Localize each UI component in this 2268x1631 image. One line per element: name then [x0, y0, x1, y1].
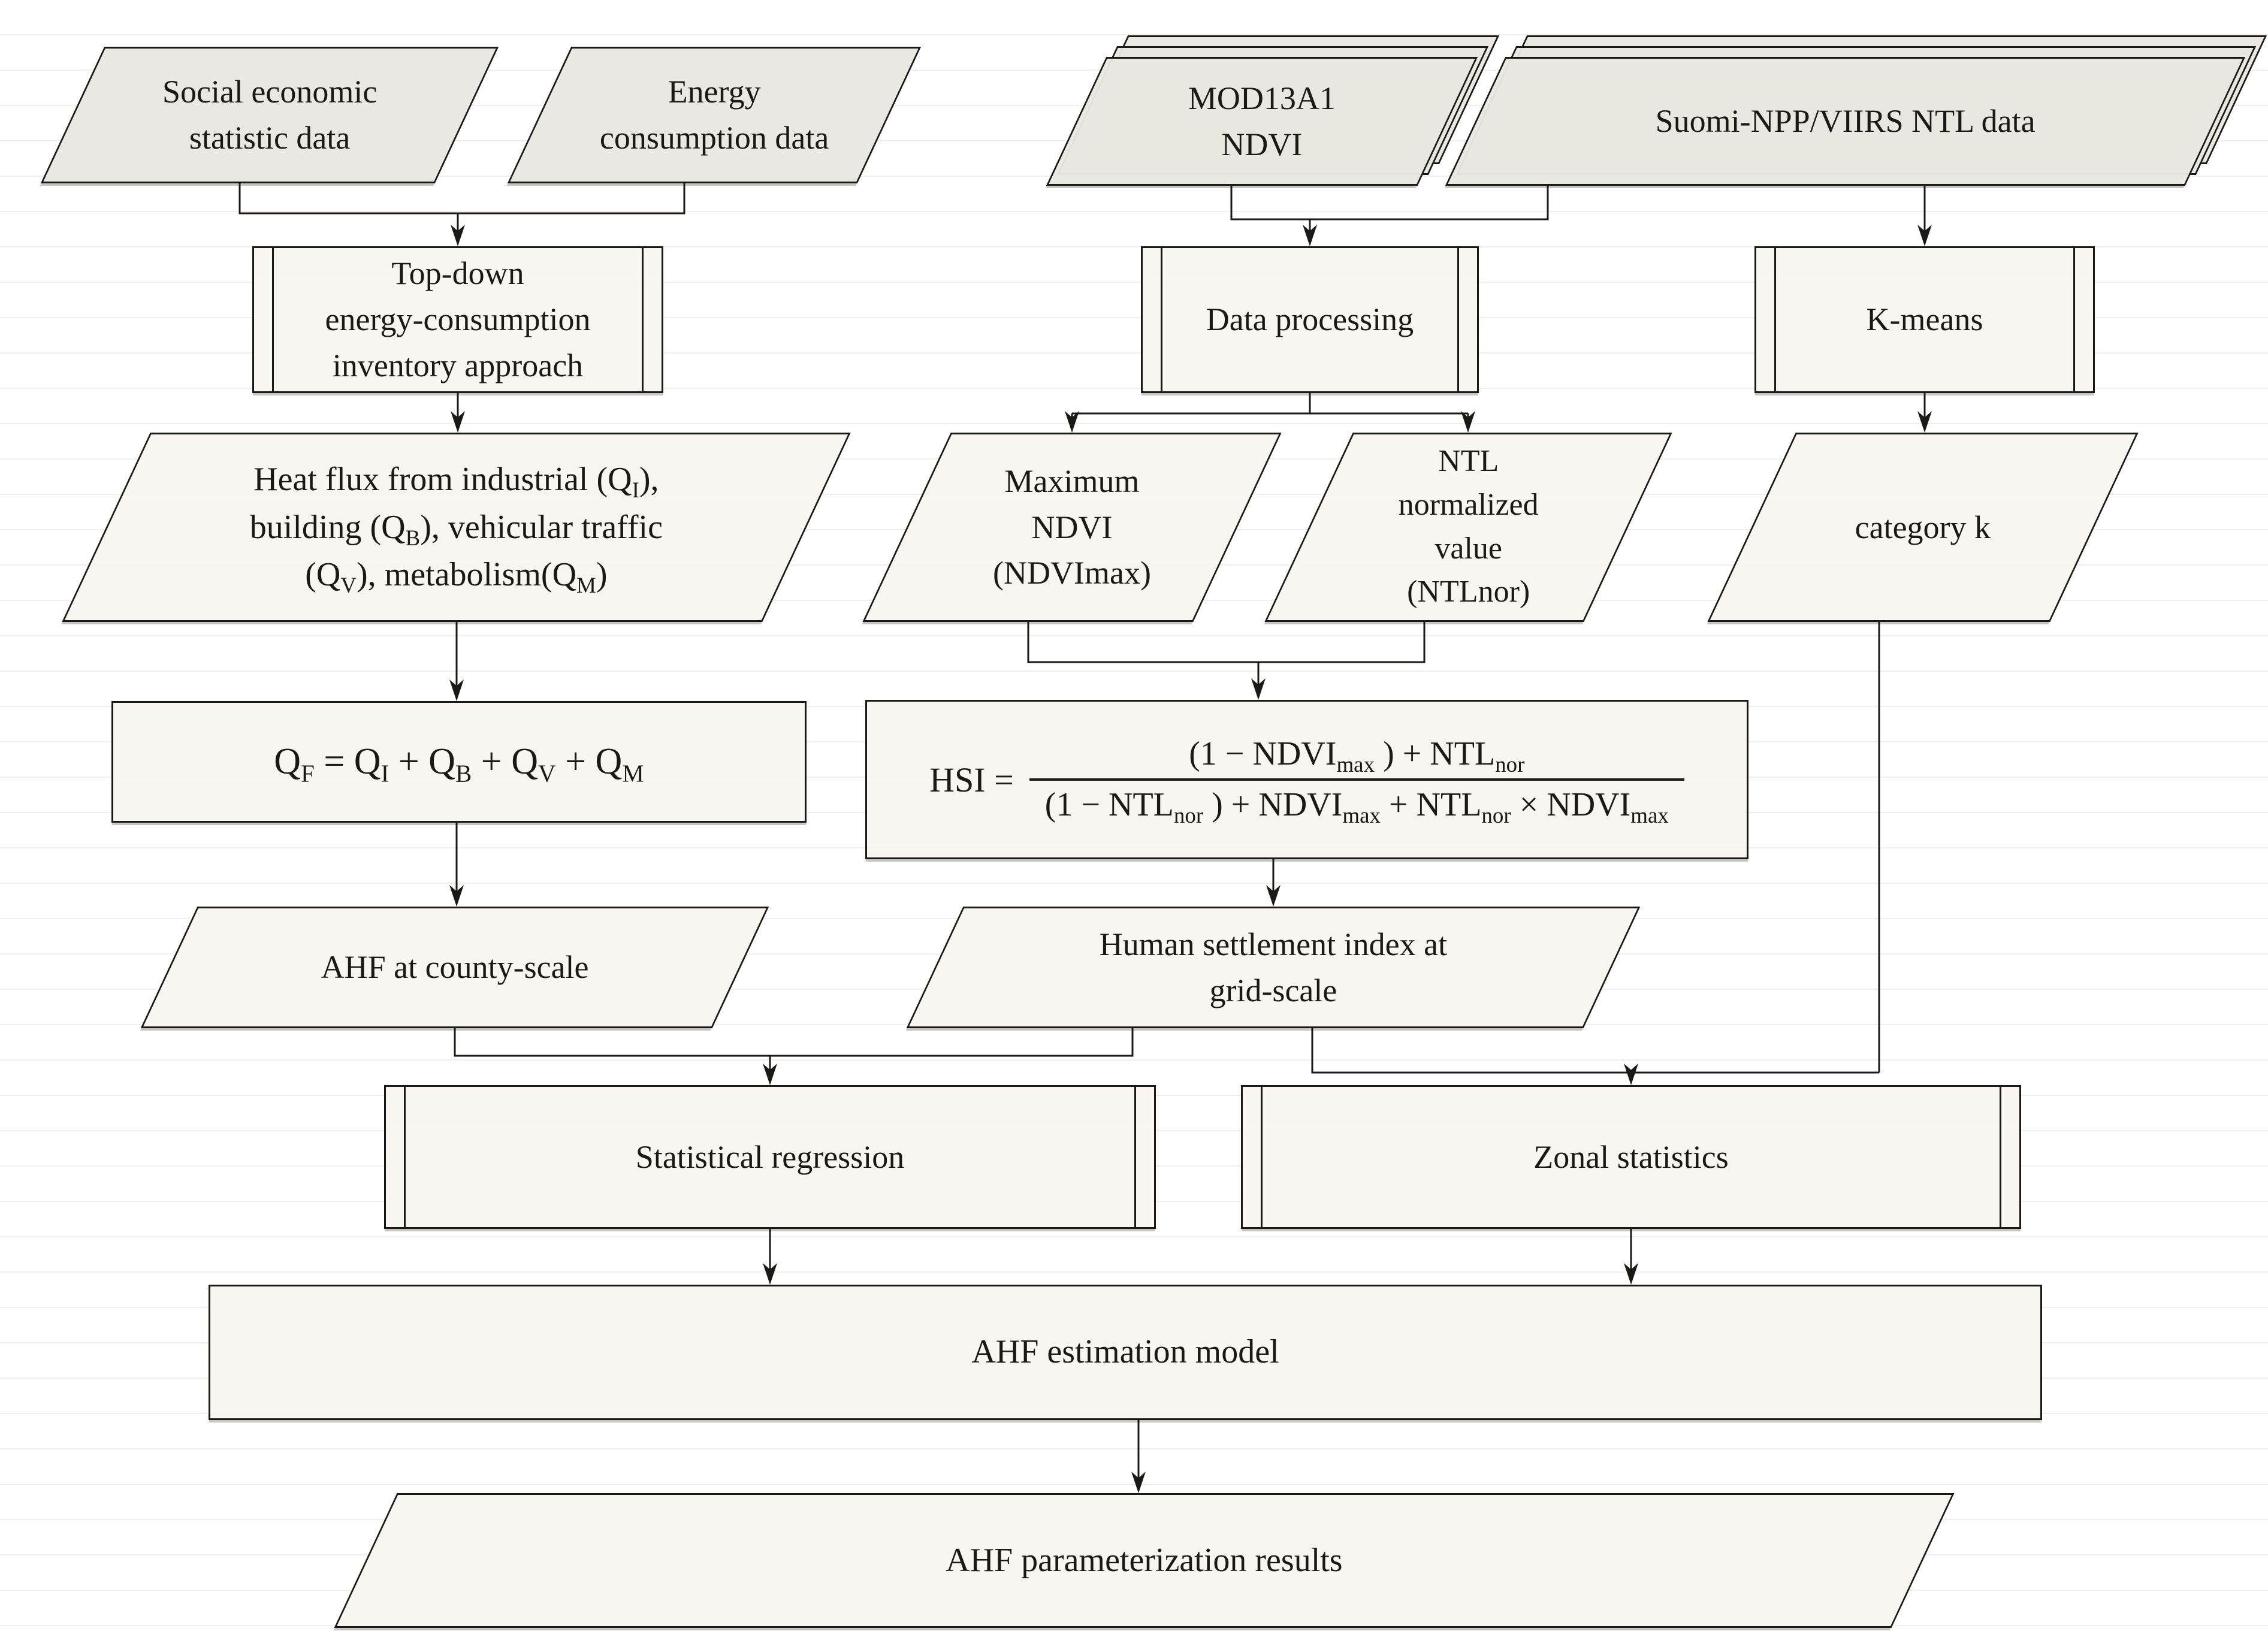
- node-label: AHF at county-scale: [321, 949, 589, 986]
- flow-line: [1311, 1028, 1879, 1074]
- node-heat-flux-components: Heat flux from industrial (QI),building …: [62, 433, 851, 622]
- node-label: Statistical regression: [635, 1138, 905, 1175]
- node-label: category k: [1855, 509, 1991, 545]
- node-label: AHF estimation model: [971, 1333, 1279, 1371]
- flow-line: [454, 1028, 1134, 1057]
- node-category-k: category k: [1707, 433, 2139, 622]
- node-label: NTL normalized value (NTLnor): [1398, 444, 1539, 609]
- hsi-fraction: (1 − NDVImax ) + NTLnor (1 − NTLnor ) + …: [1029, 730, 1684, 829]
- node-label: Suomi-NPP/VIIRS NTL data: [1655, 103, 2036, 140]
- node-label: Top-down energy-consumption inventory ap…: [325, 255, 591, 383]
- node-hsi-formula: HSI = (1 − NDVImax ) + NTLnor (1 − NTLno…: [865, 700, 1748, 859]
- node-ahf-county-scale: AHF at county-scale: [140, 907, 769, 1028]
- node-label: K-means: [1866, 301, 1983, 338]
- node-label: Zonal statistics: [1533, 1138, 1729, 1175]
- node-ahf-estimation-model: AHF estimation model: [209, 1285, 2042, 1420]
- node-suomi-npp-viirs-ntl-data: Suomi-NPP/VIIRS NTL data: [1445, 57, 2246, 186]
- flow-line: [1072, 393, 1468, 415]
- node-label: AHF parameterization results: [946, 1541, 1343, 1579]
- node-qf-formula: QF = QI + QB + QV + QM: [111, 701, 807, 823]
- node-label: Social economic statistic data: [162, 74, 378, 156]
- qf-formula-text: QF = QI + QB + QV + QM: [274, 741, 644, 787]
- node-label: MOD13A1 NDVI: [1188, 80, 1336, 162]
- flow-line: [238, 183, 685, 215]
- node-label: Maximum NDVI (NDVImax): [993, 463, 1151, 591]
- hsi-denominator: (1 − NTLnor ) + NDVImax + NTLnor × NDVIm…: [1044, 786, 1669, 828]
- node-human-settlement-index-grid: Human settlement index at grid-scale: [906, 907, 1641, 1028]
- node-statistical-regression: Statistical regression: [384, 1085, 1156, 1229]
- hsi-formula-lhs: HSI =: [929, 760, 1014, 799]
- node-maximum-ndvi: Maximum NDVI (NDVImax): [862, 433, 1282, 622]
- flow-line: [1027, 622, 1426, 663]
- node-zonal-statistics: Zonal statistics: [1241, 1085, 2021, 1229]
- node-label: Heat flux from industrial (QI),building …: [249, 460, 663, 597]
- node-label: Energy consumption data: [599, 74, 829, 156]
- flow-line: [1230, 186, 1549, 221]
- node-k-means: K-means: [1754, 246, 2095, 393]
- node-topdown-inventory-approach: Top-down energy-consumption inventory ap…: [252, 246, 663, 393]
- node-ntl-normalized-value: NTL normalized value (NTLnor): [1264, 433, 1672, 622]
- hsi-numerator: (1 − NDVImax ) + NTLnor: [1029, 730, 1684, 781]
- node-ahf-parameterization-results: AHF parameterization results: [334, 1493, 1955, 1628]
- node-label: Data processing: [1206, 301, 1414, 338]
- node-social-economic-data: Social economic statistic data: [40, 47, 499, 183]
- node-label: Human settlement index at grid-scale: [1099, 926, 1448, 1008]
- node-data-processing: Data processing: [1141, 246, 1479, 393]
- node-energy-consumption-data: Energy consumption data: [507, 47, 922, 183]
- node-mod13a1-ndvi: MOD13A1 NDVI: [1046, 57, 1478, 186]
